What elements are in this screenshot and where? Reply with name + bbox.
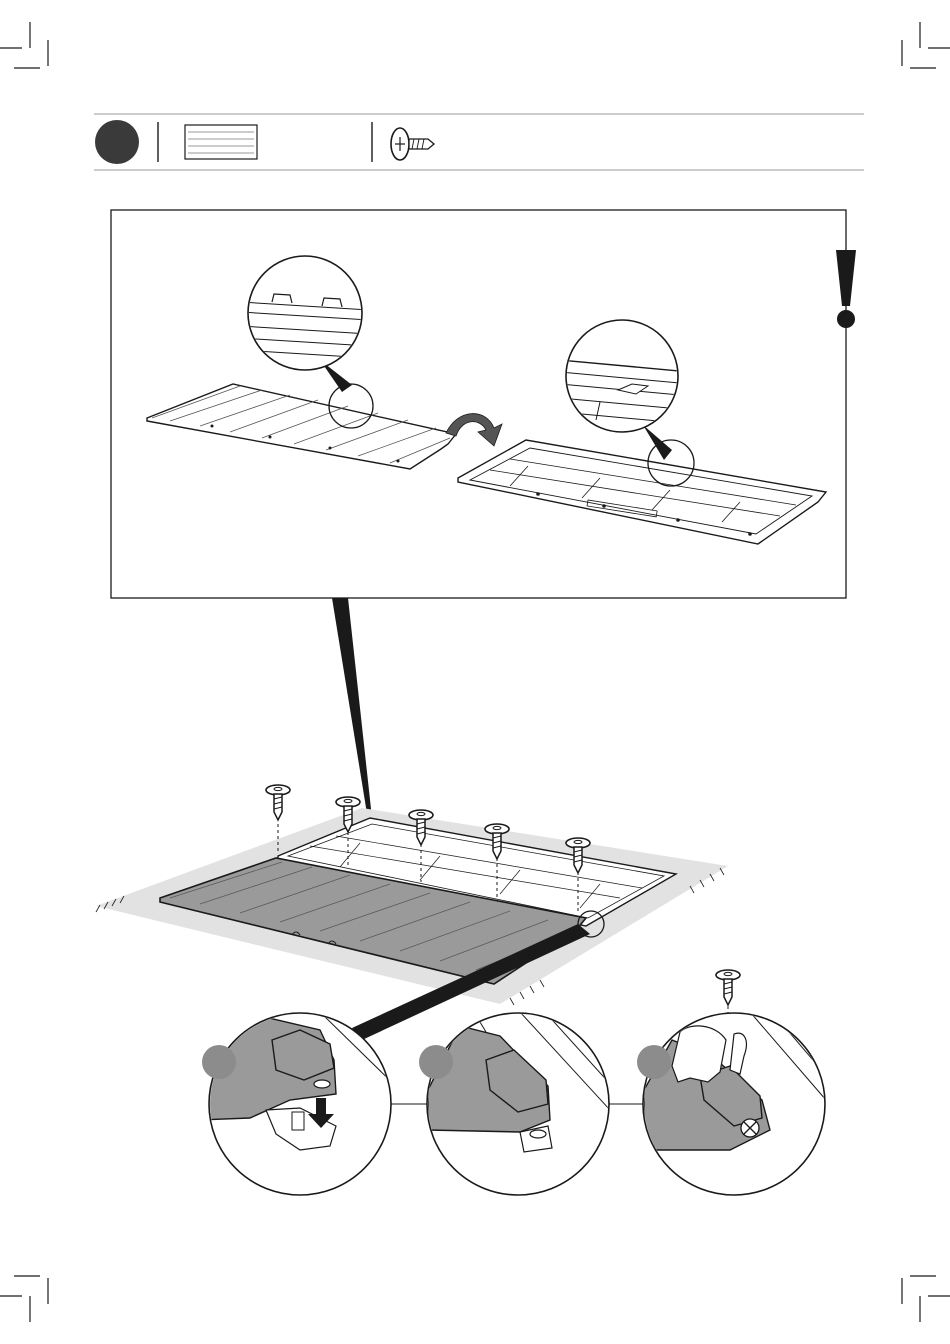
callout-badge-2 xyxy=(419,1045,453,1079)
step-number-circle xyxy=(95,120,139,164)
detail-pointer xyxy=(332,598,372,820)
callout-step-1 xyxy=(200,1012,420,1195)
callout-screw xyxy=(716,970,740,1005)
callout-badge-1 xyxy=(202,1045,236,1079)
screw-icon xyxy=(391,128,434,160)
tab-seated-icon xyxy=(530,1130,546,1138)
wall-panel-part-icon xyxy=(185,125,257,159)
screw-1 xyxy=(266,785,290,820)
callout-badge-3 xyxy=(637,1045,671,1079)
parts-header xyxy=(94,114,864,170)
callout-step-2 xyxy=(419,1012,612,1195)
callout-step-3 xyxy=(637,970,830,1195)
